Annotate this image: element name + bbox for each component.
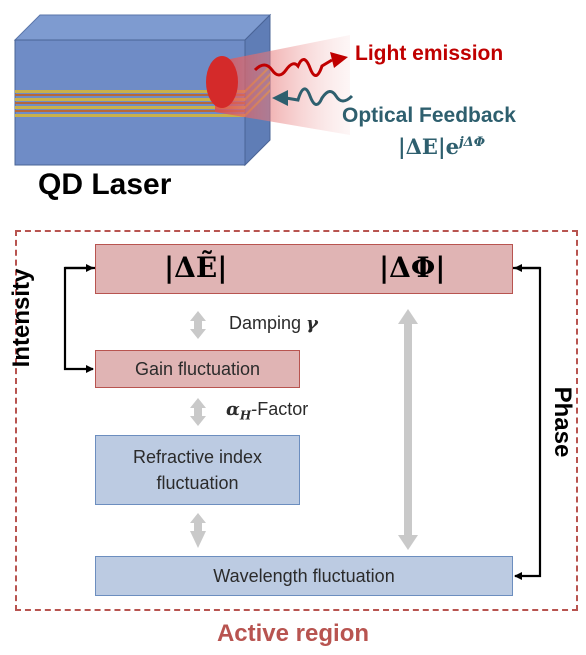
emission-arrowhead-icon [330, 52, 348, 68]
phase-label: Phase [549, 386, 576, 458]
wavelength-fluctuation-box: Wavelength fluctuation [95, 556, 513, 596]
active-region-frame [15, 230, 578, 611]
phase-long-double-arrow-icon [398, 309, 418, 550]
emission-beam [215, 35, 350, 135]
alpha-double-arrow-icon [190, 398, 206, 426]
wavelength-double-arrow-icon [190, 513, 206, 548]
optical-feedback-label: Optical Feedback [342, 104, 516, 127]
damping-text: Damping [229, 313, 307, 333]
emission-spot [206, 56, 238, 108]
refractive-line-2: fluctuation [156, 473, 239, 493]
alpha-factor-text: -Factor [251, 399, 309, 419]
feedback-arrowhead-icon [272, 90, 288, 106]
feedback-formula-exponent: jΔΦ [458, 135, 486, 150]
feedback-formula-main: |ΔE|e [398, 134, 459, 159]
emission-wave [253, 58, 333, 77]
field-phase-box: |ΔẼ| |ΔΦ| [95, 244, 513, 294]
laser-top-face [13, 14, 272, 41]
damping-label: Damping γ [229, 313, 318, 334]
feedback-wave [285, 87, 354, 106]
light-emission-label: Light emission [355, 42, 504, 65]
damping-symbol: γ [306, 313, 318, 334]
refractive-index-box: Refractive index fluctuation [95, 435, 300, 505]
intensity-label: Intensity [8, 268, 35, 368]
field-amplitude-label: |ΔẼ| [164, 251, 228, 284]
phase-perturbation-label: |ΔΦ| [379, 251, 446, 284]
refractive-line-1: Refractive index [132, 447, 263, 467]
alpha-symbol: α [226, 399, 240, 420]
gain-fluctuation-box: Gain fluctuation [95, 350, 300, 388]
alpha-h-factor-label: αH-Factor [226, 399, 308, 423]
active-region-label: Active region [216, 620, 370, 647]
alpha-subscript: H [239, 408, 252, 423]
laser-caption: QD Laser [38, 168, 172, 201]
feedback-formula: |ΔE|ejΔΦ [398, 134, 485, 159]
damping-double-arrow-icon [190, 311, 206, 339]
